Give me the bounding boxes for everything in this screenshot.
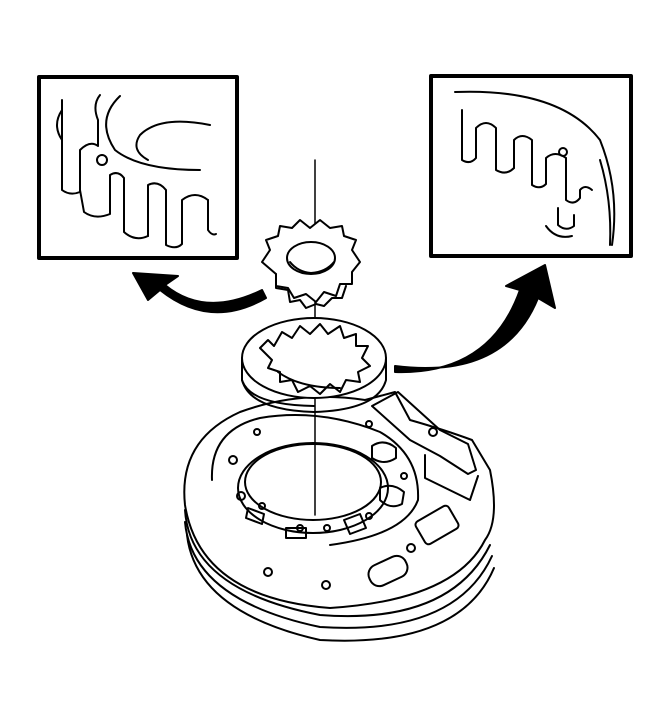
arrow-to-left-detail	[132, 272, 267, 314]
pump-body	[183, 391, 495, 642]
driven-gear-teeth-detail	[429, 74, 633, 258]
arrow-to-right-detail	[394, 264, 556, 374]
drive-gear	[261, 219, 361, 309]
driven-gear-ring	[241, 317, 387, 413]
drive-gear-teeth-detail	[37, 75, 239, 260]
